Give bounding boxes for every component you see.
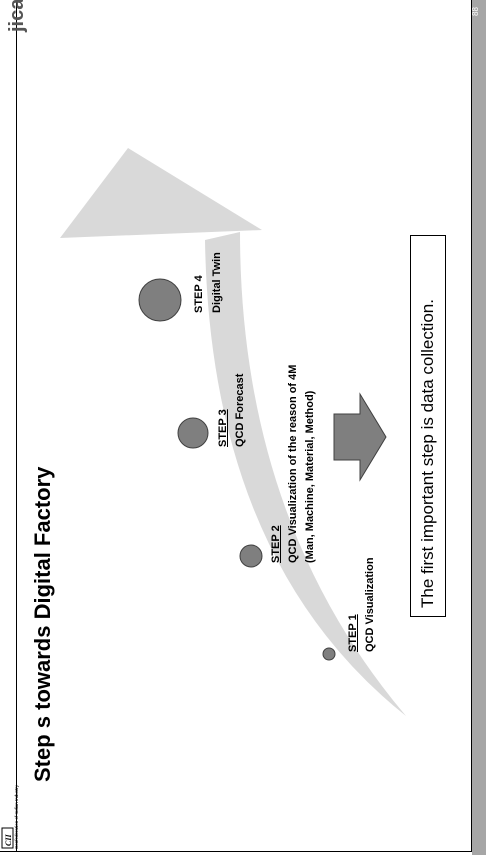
result-arrow-icon <box>333 392 387 482</box>
step-4-heading: STEP 4 <box>193 275 205 313</box>
page-title: Step s towards Digital Factory <box>30 466 55 782</box>
jica-logo: jica <box>2 0 36 34</box>
step-2-circle <box>239 544 263 568</box>
cii-logo-caption: Confederation of Indian Industry <box>14 784 19 849</box>
step-4-circle <box>138 278 182 322</box>
step-3-circle <box>177 417 209 449</box>
step-4-text: Digital Twin <box>211 252 223 313</box>
step-3-heading: STEP 3 <box>217 409 229 447</box>
step-1-heading: STEP 1 <box>347 614 359 652</box>
growth-arrow-head <box>60 148 262 238</box>
step-2-text: QCD Visualization of the reason of 4M <box>287 364 299 563</box>
cii-logo: CII Confederation of Indian Industry <box>1 785 19 850</box>
conclusion-text: The first important step is data collect… <box>418 299 437 608</box>
jica-logo-text: jica <box>6 0 28 32</box>
step-2-subtext: (Man, Machine, Material, Method) <box>304 390 316 563</box>
cii-logo-mark: CII <box>4 834 13 846</box>
page-border <box>0 0 472 852</box>
page-number-text: 88 <box>470 7 480 16</box>
step-3-text: QCD Forecast <box>234 373 246 447</box>
step-1-circle <box>322 647 336 661</box>
conclusion-box: The first important step is data collect… <box>410 235 446 617</box>
step-1-text: QCD Visualization <box>364 557 376 652</box>
header-divider <box>16 0 17 852</box>
step-2-heading: STEP 2 <box>270 525 282 563</box>
side-bar <box>472 0 486 855</box>
growth-arrow-body <box>205 232 406 716</box>
